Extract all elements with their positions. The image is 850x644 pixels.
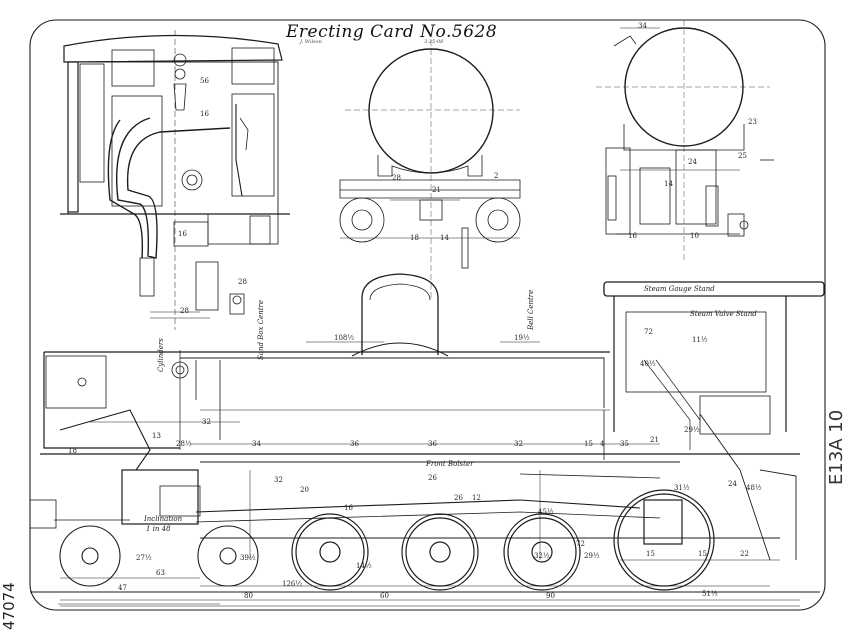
sheet-border [29, 19, 826, 611]
dim-label: 13 [152, 432, 161, 440]
dim-label: 10 [690, 232, 699, 240]
pony-truck-wheels [59, 525, 259, 587]
dim-label: 36 [350, 440, 359, 448]
dim-label: 72 [644, 328, 653, 336]
dim-label: 21 [650, 436, 659, 444]
dim-label: 56 [200, 77, 209, 85]
dim-label: 35 [620, 440, 629, 448]
dim-label: 2 [494, 172, 499, 180]
dim-label: 32 [202, 418, 211, 426]
dim-label: 16 [178, 230, 187, 238]
dim-label: 34 [638, 22, 647, 30]
dim-label: 28 [238, 278, 247, 286]
rear-end-view [596, 20, 774, 260]
dim-label: 18 [410, 234, 419, 242]
dim-label: 108½ [334, 334, 355, 342]
dim-label: 126½ [282, 580, 303, 588]
dim-label: 14½ [356, 562, 372, 570]
dim-label: 16 [200, 110, 209, 118]
dim-label: 60 [380, 592, 389, 600]
dim-label: 15 [698, 550, 707, 558]
dim-label: 45½ [538, 508, 554, 516]
dim-label: 15 [584, 440, 593, 448]
dim-label: 28 [180, 307, 189, 315]
dim-label: 36 [428, 440, 437, 448]
dim-label: 63 [156, 569, 165, 577]
cab-section-view [60, 30, 290, 330]
dim-label: 14 [664, 180, 673, 188]
dim-label: 16 [344, 504, 353, 512]
dim-label: 51½ [702, 590, 718, 598]
drawing-title: Erecting Card No.5628 [286, 22, 498, 42]
dim-label: 18 [68, 447, 77, 455]
label-sand-box-centre: Sand Box Centre [257, 299, 265, 360]
dim-label: 34 [252, 440, 261, 448]
label-steam-valve-stand: Steam Valve Stand [690, 310, 757, 318]
dim-label: 25 [738, 152, 747, 160]
dim-label: 24 [728, 480, 737, 488]
dim-label: 26 [428, 474, 437, 482]
dim-label: 15 [646, 550, 655, 558]
dim-label: 24 [688, 158, 697, 166]
dim-label: 20 [300, 486, 309, 494]
label-inclination: Inclination [144, 515, 183, 523]
dim-label: 90 [546, 592, 555, 600]
dim-label: 4 [600, 440, 605, 448]
negative-number: 47074 [0, 582, 18, 630]
dim-label: 14 [440, 234, 449, 242]
dim-label: 48½ [746, 484, 762, 492]
dim-label: 27½ [136, 554, 152, 562]
dim-label: 28½ [176, 440, 192, 448]
dim-label: 39½ [240, 554, 256, 562]
dim-label: 22 [740, 550, 749, 558]
label-cylinders: Cylinders [157, 338, 165, 372]
dim-label: 19½ [514, 334, 530, 342]
side-elevation [29, 273, 825, 561]
dim-label: 80 [244, 592, 253, 600]
label-steam-gauge-stand: Steam Gauge Stand [644, 285, 715, 293]
dim-label: 40½ [640, 360, 656, 368]
side-drawing-mark: E13A 10 [826, 409, 847, 485]
label-inclination-value: 1 in 48 [146, 525, 171, 533]
dimension-lines [58, 27, 800, 607]
dim-label: 12 [472, 494, 481, 502]
dim-label: 31½ [674, 484, 690, 492]
front-end-view [339, 40, 521, 300]
dim-label: 26 [454, 494, 463, 502]
dim-label: 29½ [584, 552, 600, 560]
dim-label: 32 [274, 476, 283, 484]
dim-label: 11½ [692, 336, 708, 344]
label-front-bolster: Front Bolster [426, 460, 474, 468]
dim-label: 16 [628, 232, 637, 240]
drawing-subtitle-right: 3-25-08 [424, 39, 444, 45]
dim-label: 21 [432, 186, 441, 194]
drawing-subtitle-left: J. Wilson [300, 39, 322, 45]
dim-label: 29½ [684, 426, 700, 434]
dim-label: 23 [748, 118, 757, 126]
label-bell-centre: Bell Centre [527, 289, 535, 330]
dim-label: 47 [118, 584, 127, 592]
dim-label: 32½ [534, 552, 550, 560]
dim-label: 32 [514, 440, 523, 448]
dim-label: 28 [392, 174, 401, 182]
dim-label: 72 [576, 540, 585, 548]
driving-wheels [291, 489, 715, 591]
